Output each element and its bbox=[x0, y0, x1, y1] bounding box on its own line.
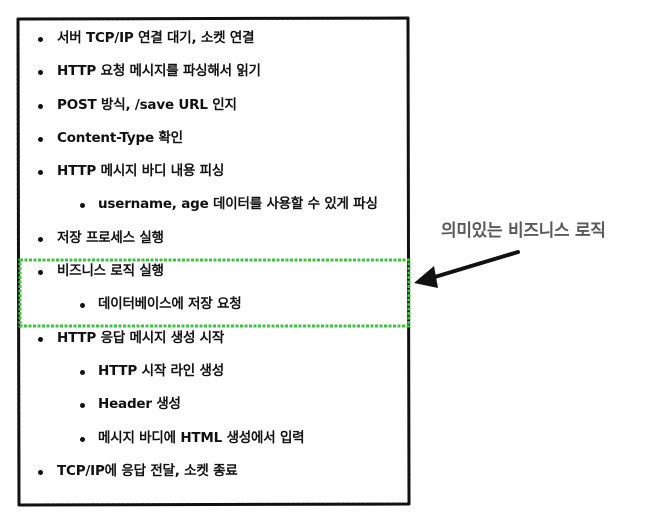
list-item-text: HTTP 시작 라인 생성 bbox=[98, 362, 224, 379]
list-item-text: 비즈니스 로직 실행 bbox=[57, 263, 164, 280]
list-item-text: 서버 TCP/IP 연결 대기, 소켓 연결 bbox=[57, 30, 255, 46]
highlight-box bbox=[18, 258, 411, 328]
list-item-text: POST 방식, /save URL 인지 bbox=[57, 96, 237, 113]
callout-label: 의미있는 비즈니스 로직 bbox=[441, 221, 606, 241]
list-item: POST 방식, /save URL 인지 bbox=[18, 89, 410, 122]
list-item-text: username, age 데이터를 사용할 수 있게 파싱 bbox=[98, 196, 378, 213]
bullet-icon bbox=[80, 369, 85, 375]
bullet-icon bbox=[80, 203, 85, 209]
list-item-text: 메시지 바디에 HTML 생성에서 입력 bbox=[98, 429, 305, 446]
list-item-text: HTTP 메시지 바디 내용 피싱 bbox=[57, 163, 225, 180]
bullet-icon bbox=[38, 103, 43, 109]
bullet-icon bbox=[38, 170, 43, 176]
list-item: Content-Type 확인 bbox=[18, 122, 410, 155]
bullet-icon bbox=[38, 469, 43, 475]
outer-frame-texture bbox=[16, 18, 411, 505]
bullet-icon bbox=[38, 136, 43, 142]
bullet-icon bbox=[38, 336, 43, 342]
bullet-icon bbox=[38, 270, 43, 276]
callout-arrow-shaft bbox=[426, 250, 520, 281]
list-item: HTTP 메시지 바디 내용 피싱 bbox=[18, 155, 410, 188]
list-item: HTTP 요청 메시지를 파싱해서 읽기 bbox=[18, 55, 410, 88]
callout-arrow-head bbox=[414, 266, 438, 288]
list-item: HTTP 응답 메시지 생성 시작 bbox=[18, 322, 410, 355]
list-item: TCP/IP에 응답 전달, 소켓 종료 bbox=[18, 455, 410, 488]
bullet-icon bbox=[80, 403, 85, 409]
bullet-icon bbox=[80, 303, 85, 309]
list-item: Header 생성 bbox=[18, 388, 410, 421]
bullet-icon bbox=[38, 70, 43, 76]
outer-frame bbox=[16, 16, 411, 507]
list-item: 비즈니스 로직 실행 bbox=[18, 255, 410, 288]
list-item-text: TCP/IP에 응답 전달, 소켓 종료 bbox=[57, 462, 238, 479]
bullet-icon bbox=[38, 37, 43, 42]
process-step-list: 서버 TCP/IP 연결 대기, 소켓 연결 HTTP 요청 메시지를 파싱해서… bbox=[18, 22, 410, 488]
bullet-icon bbox=[38, 236, 43, 242]
bullet-icon bbox=[80, 436, 85, 442]
list-item: 저장 프로세스 실행 bbox=[18, 222, 410, 255]
list-item-text: HTTP 응답 메시지 생성 시작 bbox=[57, 329, 225, 346]
list-item: HTTP 시작 라인 생성 bbox=[18, 355, 410, 388]
list-item-text: Header 생성 bbox=[98, 396, 181, 413]
list-item-text: 데이터베이스에 저장 요청 bbox=[98, 296, 242, 313]
list-item: 데이터베이스에 저장 요청 bbox=[18, 288, 410, 321]
list-item-text: 저장 프로세스 실행 bbox=[57, 229, 164, 246]
list-item: 서버 TCP/IP 연결 대기, 소켓 연결 bbox=[18, 22, 410, 55]
list-item: 메시지 바디에 HTML 생성에서 입력 bbox=[18, 422, 410, 455]
list-item-text: HTTP 요청 메시지를 파싱해서 읽기 bbox=[57, 63, 261, 80]
list-item: username, age 데이터를 사용할 수 있게 파싱 bbox=[18, 188, 410, 221]
list-item-text: Content-Type 확인 bbox=[57, 129, 183, 146]
